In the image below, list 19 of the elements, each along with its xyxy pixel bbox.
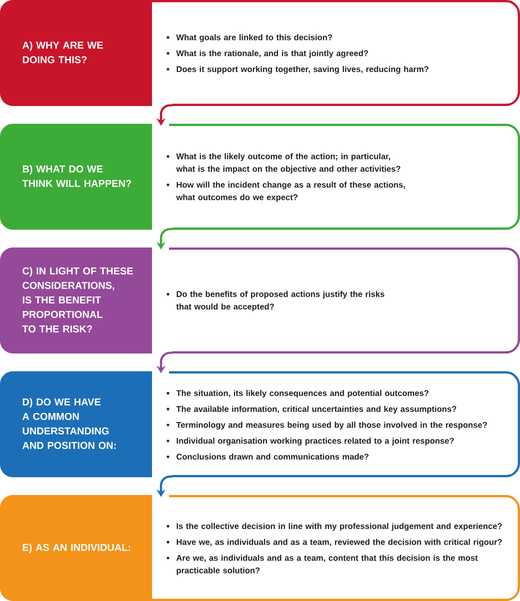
bullet-text: The available information, critical uncertainties and key assumptions?	[176, 406, 456, 414]
heading-panel: B) WHAT DO WE THINK WILL HAPPEN?	[0, 124, 152, 230]
bullet-text: Are we, as individuals and as a team, content that this decision is the most practicable solution?	[176, 554, 478, 575]
heading-panel: E) AS AN INDIVIDUAL:	[0, 495, 152, 601]
bullet-text: What is the likely outcome of the action; in particular, what is the impact on the objective and other activities?	[176, 153, 400, 174]
bullet-text: Conclusions drawn and communications made?	[176, 454, 368, 460]
bullet-text: Do the benefits of proposed actions justify the risks that would be accepted?	[176, 290, 384, 312]
bullet-text: What is the rationale, and is that jointly agreed?	[176, 50, 368, 58]
heading-panel: C) IN LIGHT OF THESE CONSIDERATIONS, IS THE BENEFIT PROPORTIONAL TO THE RISK?	[0, 248, 152, 354]
bullet-text: How will the incident change as a result of these actions, what outcomes do we expect?	[176, 182, 405, 202]
bullet-text: Terminology and measures being used by all those involved in the response?	[176, 422, 487, 430]
bullet-text: Is the collective decision in line with my professional judgement and experience?	[176, 522, 502, 531]
bullet-text: What goals are linked to this decision?	[176, 34, 332, 42]
heading-panel: A) WHY ARE WE DOING THIS?	[0, 0, 152, 106]
bullet-text: Have we, as individuals and as a team, reviewed the decision with critical rigour?	[176, 538, 502, 547]
heading-panel: D) DO WE HAVE A COMMON UNDERSTANDING AND POSITION ON:	[0, 371, 152, 478]
bullet-text: The situation, its likely consequences and potential outcomes?	[176, 390, 428, 398]
bullet-text: Does it support working together, saving lives, reducing harm?	[176, 66, 428, 74]
bullet-text: Individual organisation working practices related to a joint response?	[176, 438, 454, 446]
